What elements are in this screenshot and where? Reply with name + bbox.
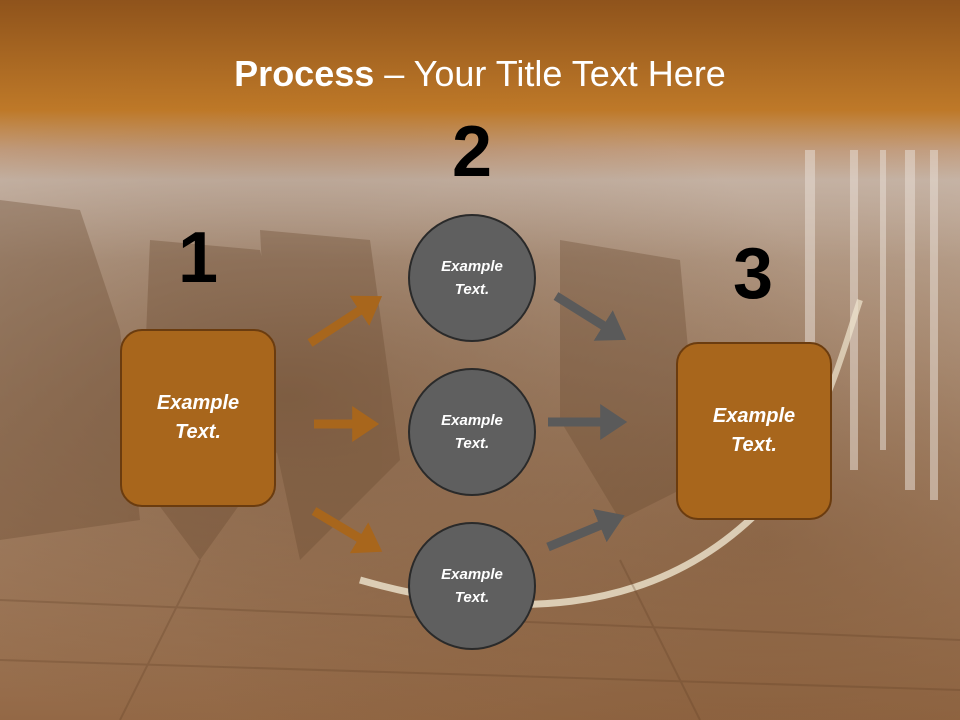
title-rest: – Your Title Text Here — [374, 53, 726, 94]
step-circle-top: Example Text. — [408, 214, 536, 342]
slide-title: Process – Your Title Text Here — [0, 52, 960, 96]
step-box-right: Example Text. — [676, 342, 832, 520]
arrow-left-to-top — [307, 295, 383, 347]
arrow-left-to-bottom — [311, 507, 383, 554]
title-bold: Process — [234, 53, 375, 94]
step-box-left-label: Example Text. — [156, 392, 240, 443]
step-circle-middle: Example Text. — [408, 368, 536, 496]
step-number-1: 1 — [177, 218, 219, 298]
arrow-bottom-to-right — [546, 508, 625, 552]
step-number-2: 2 — [451, 112, 493, 192]
step-number-3: 3 — [732, 234, 774, 314]
step-box-left: Example Text. — [120, 329, 276, 507]
step-circle-bottom: Example Text. — [408, 522, 536, 650]
step-circle-middle-label: Example Text. — [441, 412, 503, 452]
step-circle-top-label: Example Text. — [441, 258, 503, 298]
step-circle-bottom-label: Example Text. — [441, 566, 503, 606]
arrow-top-to-right — [553, 292, 627, 341]
step-box-right-label: Example Text. — [712, 405, 796, 456]
